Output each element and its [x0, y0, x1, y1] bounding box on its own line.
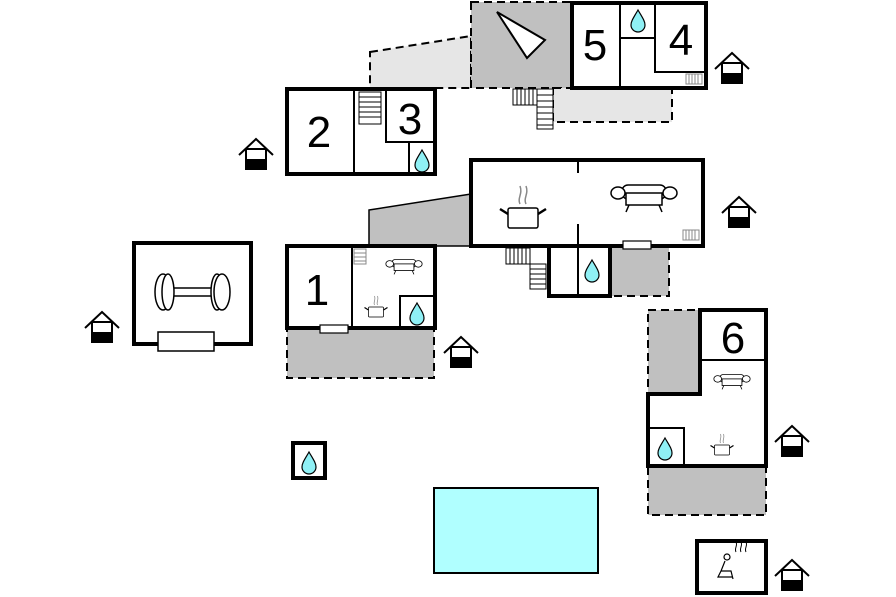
- room-2-label: 2: [307, 108, 331, 157]
- stairs-icon: [512, 88, 554, 130]
- house-entrance-icon: [443, 336, 479, 368]
- house-entrance-icon: [721, 196, 757, 228]
- main-building: [469, 158, 705, 298]
- room-3-label: 3: [398, 95, 422, 144]
- gym-building: [132, 241, 253, 352]
- terrace-unit-6-south: [647, 465, 767, 516]
- building-rooms-2-3: 2 3: [285, 87, 437, 176]
- building-room-6: 6: [646, 308, 768, 468]
- terrace-north-west: [369, 34, 472, 89]
- radiator-icon: [685, 73, 703, 85]
- house-entrance-icon: [84, 311, 120, 343]
- house-entrance-icon: [774, 559, 810, 591]
- house-entrance-icon: [774, 425, 810, 457]
- house-entrance-icon: [238, 138, 274, 170]
- stairs-icon: [353, 248, 367, 265]
- swimming-pool: [433, 487, 599, 574]
- dumbbell-icon: [154, 273, 231, 311]
- compass-icon: [496, 11, 547, 60]
- room-4-label: 4: [669, 16, 693, 65]
- radiator-icon: [682, 229, 700, 241]
- terrace-unit-6-north: [647, 309, 701, 395]
- sauna-building: [695, 539, 768, 595]
- terrace-north-east: [552, 87, 673, 123]
- window-icon: [622, 240, 652, 250]
- window-icon: [319, 324, 349, 334]
- stairs-icon: [358, 91, 382, 125]
- terrace-center: [368, 193, 472, 247]
- building-rooms-4-5: 5 4: [570, 1, 708, 90]
- room-6-label: 6: [721, 314, 745, 363]
- room-5-label: 5: [583, 21, 607, 70]
- terrace-unit-1: [286, 327, 435, 379]
- stairs-icon: [505, 247, 547, 290]
- building-room-1: 1: [285, 244, 437, 334]
- terrace-east: [609, 245, 670, 297]
- house-entrance-icon: [714, 52, 750, 84]
- room-1-label: 1: [305, 266, 329, 315]
- sauna-icon: [717, 541, 748, 580]
